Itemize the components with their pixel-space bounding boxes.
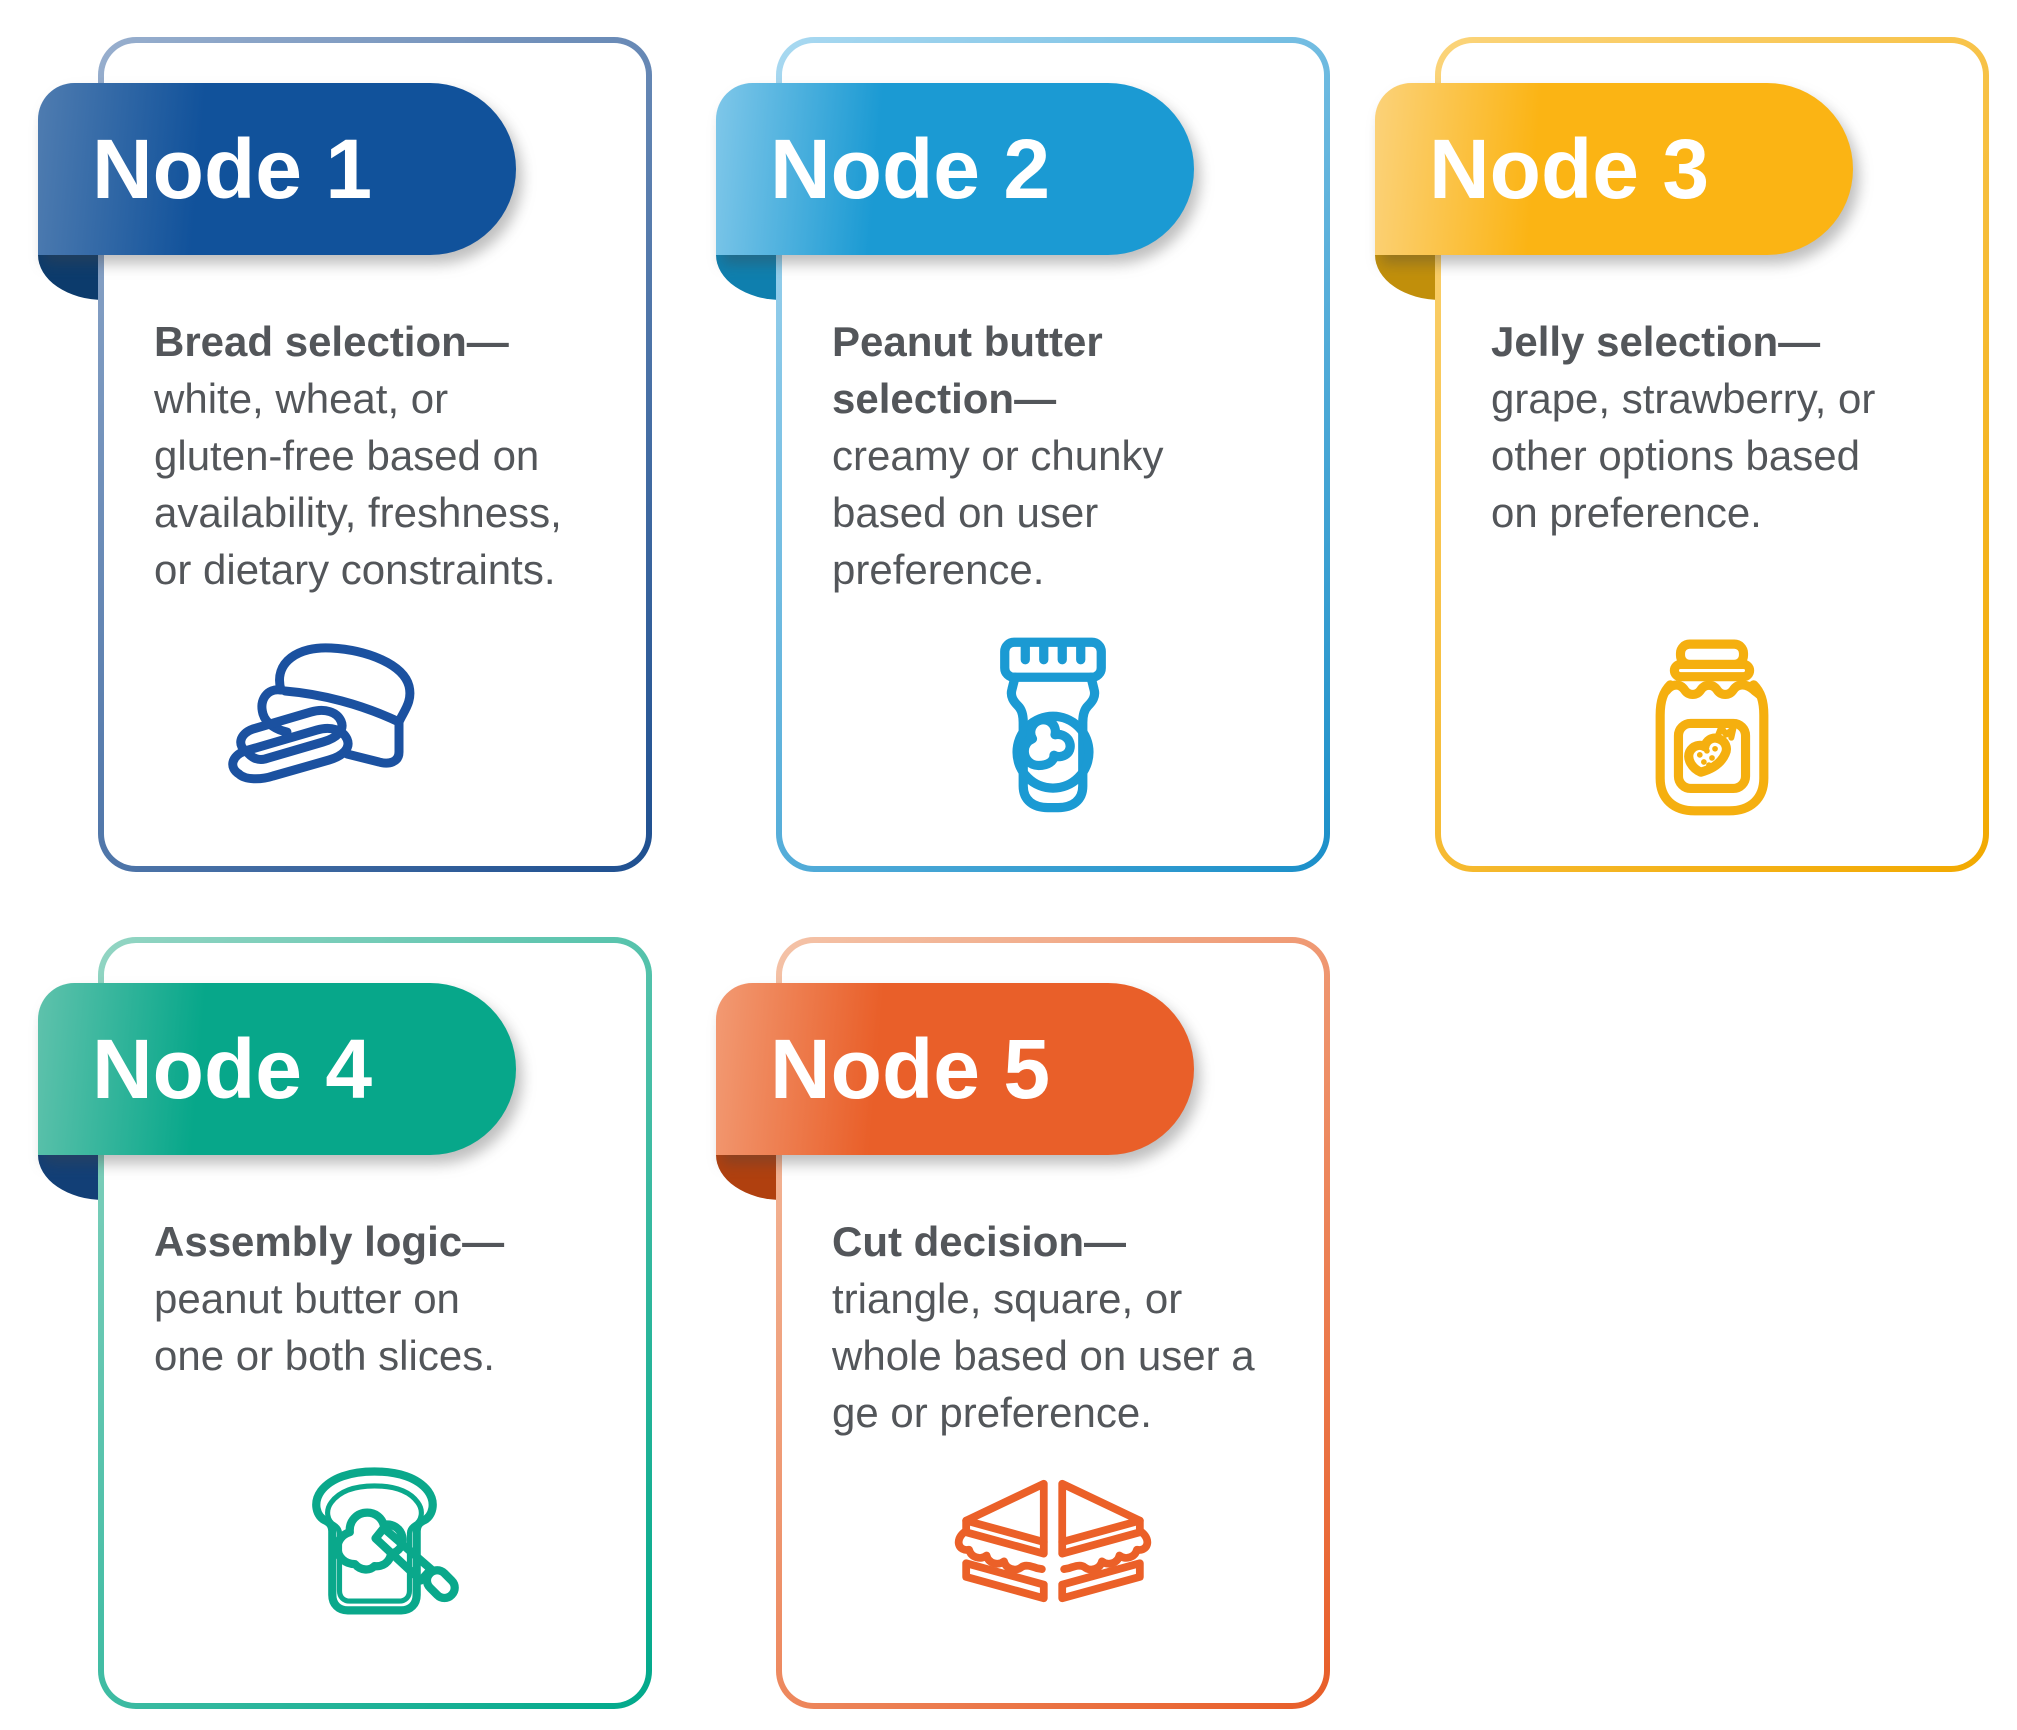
node-1-lead: Bread selection— bbox=[154, 318, 509, 365]
node-1-description: Bread selection— white, wheat, or gluten… bbox=[154, 313, 622, 598]
node-2-description: Peanut butter selection— creamy or chunk… bbox=[832, 313, 1300, 598]
node-3-title: Node 3 bbox=[1429, 122, 1710, 216]
node-5-rest: triangle, square, or whole based on user… bbox=[832, 1275, 1255, 1436]
node-3-lead: Jelly selection— bbox=[1491, 318, 1821, 365]
cut-sandwich-icon bbox=[939, 1474, 1167, 1639]
card-node-1: Node 1 Bread selection— white, wheat, or… bbox=[38, 37, 652, 872]
node-1-title: Node 1 bbox=[92, 122, 373, 216]
node-4-lead: Assembly logic— bbox=[154, 1218, 505, 1265]
peanut-butter-jar-icon bbox=[976, 632, 1130, 822]
ribbon-fold bbox=[716, 1153, 782, 1200]
node-2-title: Node 2 bbox=[770, 122, 1051, 216]
bread-loaf-icon bbox=[195, 628, 445, 828]
card-node-5: Node 5 Cut decision— triangle, square, o… bbox=[716, 937, 1330, 1709]
ribbon-fold bbox=[716, 253, 782, 300]
ribbon-fold bbox=[1375, 253, 1441, 300]
bread-spread-knife-icon bbox=[285, 1463, 465, 1623]
node-4-description: Assembly logic— peanut butter on one or … bbox=[154, 1213, 622, 1384]
node-5-title: Node 5 bbox=[770, 1022, 1051, 1116]
node-3-description: Jelly selection— grape, strawberry, or o… bbox=[1491, 313, 1959, 541]
node-2-lead: Peanut butter selection— bbox=[832, 318, 1103, 422]
card-node-3: Node 3 Jelly selection— grape, strawberr… bbox=[1375, 37, 1989, 872]
node-1-rest: white, wheat, or gluten-free based on av… bbox=[154, 375, 562, 593]
node-5-lead: Cut decision— bbox=[832, 1218, 1127, 1265]
node-3-ribbon: Node 3 bbox=[1375, 83, 1853, 255]
node-4-ribbon: Node 4 bbox=[38, 983, 516, 1155]
jelly-jar-icon bbox=[1636, 636, 1789, 824]
node-2-rest: creamy or chunky based on user preferenc… bbox=[832, 432, 1164, 593]
node-1-ribbon: Node 1 bbox=[38, 83, 516, 255]
node-5-description: Cut decision— triangle, square, or whole… bbox=[832, 1213, 1300, 1441]
node-5-ribbon: Node 5 bbox=[716, 983, 1194, 1155]
node-4-title: Node 4 bbox=[92, 1022, 373, 1116]
ribbon-fold bbox=[38, 1153, 104, 1200]
node-2-ribbon: Node 2 bbox=[716, 83, 1194, 255]
sandwich-left-half bbox=[954, 1479, 1048, 1603]
node-4-rest: peanut butter on one or both slices. bbox=[154, 1275, 495, 1379]
ribbon-fold bbox=[38, 253, 104, 300]
sandwich-right-half bbox=[1058, 1479, 1152, 1603]
card-node-2: Node 2 Peanut butter selection— creamy o… bbox=[716, 37, 1330, 872]
node-3-rest: grape, strawberry, or other options base… bbox=[1491, 375, 1876, 536]
card-node-4: Node 4 Assembly logic— peanut butter on … bbox=[38, 937, 652, 1709]
